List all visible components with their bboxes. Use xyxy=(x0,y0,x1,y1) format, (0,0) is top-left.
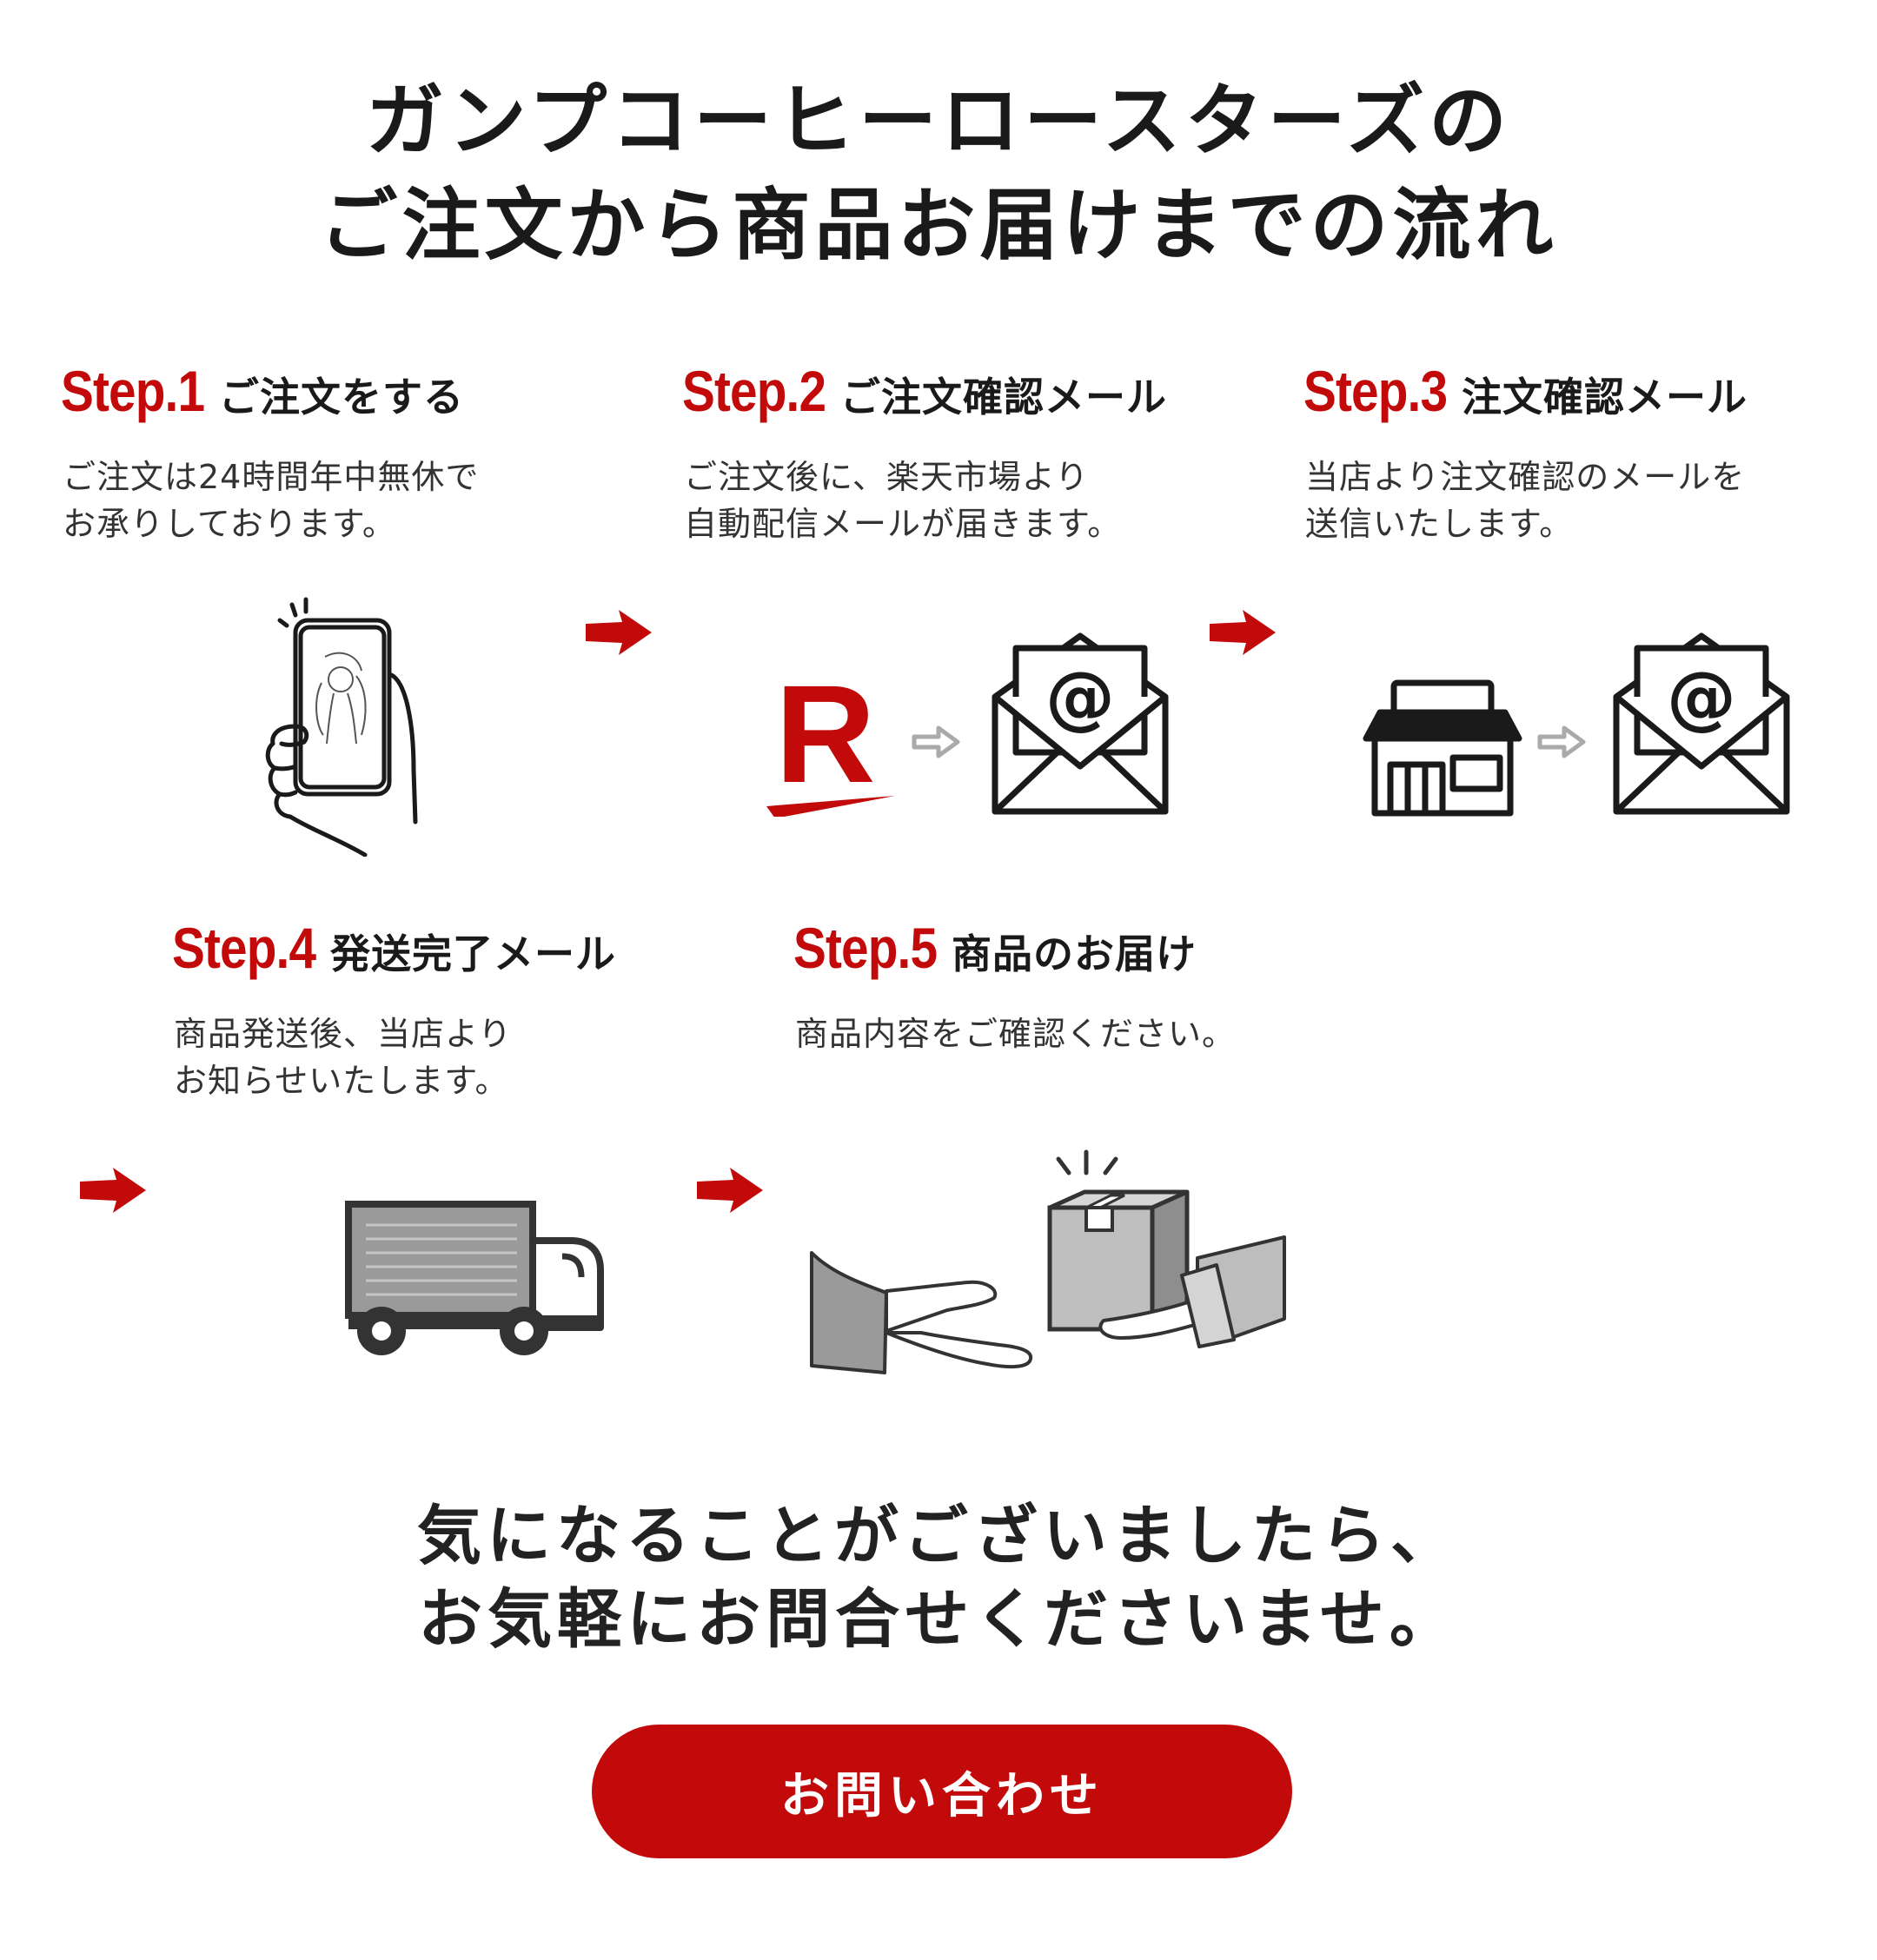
step-title: ご注文をする xyxy=(219,374,464,420)
gray-arrow-icon xyxy=(912,725,960,758)
step-description-line: 自動配信メールが届きます。 xyxy=(684,505,1122,543)
closing-message-line1: 気になることがございましたら、 xyxy=(417,1499,1460,1573)
red-arrow-icon xyxy=(1210,610,1276,655)
step-number: Step.4 xyxy=(172,916,316,980)
step-description-line: ご注文後に、楽天市場より xyxy=(684,458,1090,496)
step-description-line: お知らせいたします。 xyxy=(174,1062,509,1100)
svg-text:@: @ xyxy=(1667,657,1736,738)
gray-arrow-icon xyxy=(1537,725,1586,758)
step-description-line: 当店より注文確認のメールを xyxy=(1305,458,1746,496)
closing-message-line2: お気軽にお問合せくださいませ。 xyxy=(418,1582,1459,1657)
red-arrow-icon xyxy=(80,1168,146,1213)
step-description-line: 商品内容をご確認ください。 xyxy=(795,1015,1237,1053)
step-description-line: お承りしております。 xyxy=(63,505,396,543)
contact-button[interactable]: お問い合わせ xyxy=(592,1725,1292,1858)
phone-in-hand-icon xyxy=(265,597,418,857)
step-number: Step.2 xyxy=(682,359,826,423)
truck-icon xyxy=(345,1201,604,1355)
step-number: Step.3 xyxy=(1303,359,1448,423)
step-description-line: 商品発送後、当店より xyxy=(174,1015,513,1053)
email-icon: @ xyxy=(992,632,1169,815)
page-title-line2: ご注文から商品お届けまでの流れ xyxy=(319,180,1558,271)
step-description-line: ご注文は24時間年中無休で xyxy=(63,458,480,496)
package-handover-icon xyxy=(810,1149,1286,1374)
svg-text:R: R xyxy=(775,669,876,811)
step-description: 商品内容をご確認ください。 xyxy=(795,1010,1351,1057)
page-title-line1: ガンプコーヒーロースターズの xyxy=(365,76,1512,167)
step-description: ご注文後に、楽天市場より 自動配信メールが届きます。 xyxy=(684,454,1240,547)
step-title: 注文確認メール xyxy=(1462,374,1748,420)
red-arrow-icon xyxy=(586,610,652,655)
step-title: 商品のお届け xyxy=(952,930,1197,977)
step-title: 発送完了メール xyxy=(330,930,616,977)
step-number: Step.1 xyxy=(61,359,205,423)
step-description-line: 送信いたします。 xyxy=(1305,505,1574,543)
step-description: ご注文は24時間年中無休で お承りしております。 xyxy=(63,454,619,547)
email-icon: @ xyxy=(1613,632,1790,815)
rakuten-logo-icon: R xyxy=(766,669,895,817)
red-arrow-icon xyxy=(697,1168,763,1213)
step-number: Step.5 xyxy=(793,916,938,980)
store-icon xyxy=(1363,679,1522,817)
step-description: 当店より注文確認のメールを 送信いたします。 xyxy=(1305,454,1861,547)
step-title: ご注文確認メール xyxy=(840,374,1167,420)
svg-text:@: @ xyxy=(1045,657,1115,738)
step-description: 商品発送後、当店より お知らせいたします。 xyxy=(174,1010,730,1104)
